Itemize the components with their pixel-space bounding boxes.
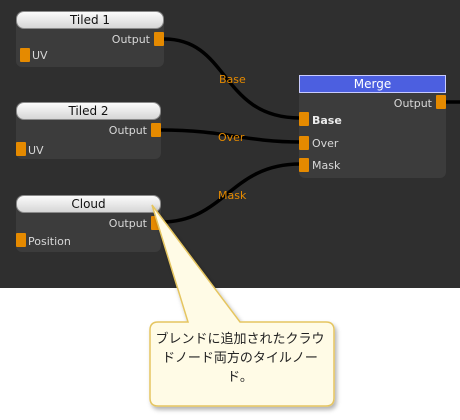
position-input-label: Position (28, 235, 71, 248)
node-cloud[interactable]: Cloud Output Position (16, 195, 161, 252)
node-title[interactable]: Merge (299, 75, 446, 93)
output-port-label: Output (108, 124, 147, 137)
output-port[interactable] (154, 32, 164, 46)
base-input-port[interactable] (299, 112, 309, 126)
node-tiled-1[interactable]: Tiled 1 Output UV (16, 11, 164, 67)
output-port[interactable] (151, 216, 161, 230)
wire-label-over: Over (218, 131, 245, 144)
callout-text: ブレンドに追加されたクラウドノード両方のタイルノード。 (155, 332, 325, 385)
node-title[interactable]: Cloud (16, 195, 161, 213)
uv-input-label: UV (28, 144, 44, 157)
node-merge[interactable]: Merge Output Base Over Mask (299, 75, 446, 178)
output-port-label: Output (393, 97, 432, 110)
base-input-label: Base (312, 114, 342, 127)
output-port[interactable] (151, 123, 161, 137)
output-port-label: Output (108, 217, 147, 230)
mask-input-label: Mask (312, 159, 341, 172)
wire-cloud-to-mask (160, 162, 301, 224)
uv-input-port[interactable] (20, 48, 30, 62)
node-title[interactable]: Tiled 2 (16, 102, 161, 120)
node-graph-canvas[interactable]: Tiled 1 Output UV Tiled 2 Output UV Clou… (0, 0, 460, 288)
uv-input-label: UV (32, 49, 48, 62)
over-input-port[interactable] (299, 136, 309, 150)
over-input-label: Over (312, 137, 339, 150)
wire-tiled2-to-over (160, 128, 301, 144)
mask-input-port[interactable] (299, 158, 309, 172)
wire-tiled1-to-base (163, 37, 301, 120)
wire-label-base: Base (219, 73, 246, 86)
node-title[interactable]: Tiled 1 (16, 11, 164, 29)
position-input-port[interactable] (16, 233, 26, 247)
output-port[interactable] (436, 95, 446, 109)
output-port-label: Output (111, 33, 150, 46)
wire-label-mask: Mask (218, 189, 247, 202)
uv-input-port[interactable] (16, 142, 26, 156)
wire-layer (160, 37, 460, 224)
node-tiled-2[interactable]: Tiled 2 Output UV (16, 102, 161, 159)
